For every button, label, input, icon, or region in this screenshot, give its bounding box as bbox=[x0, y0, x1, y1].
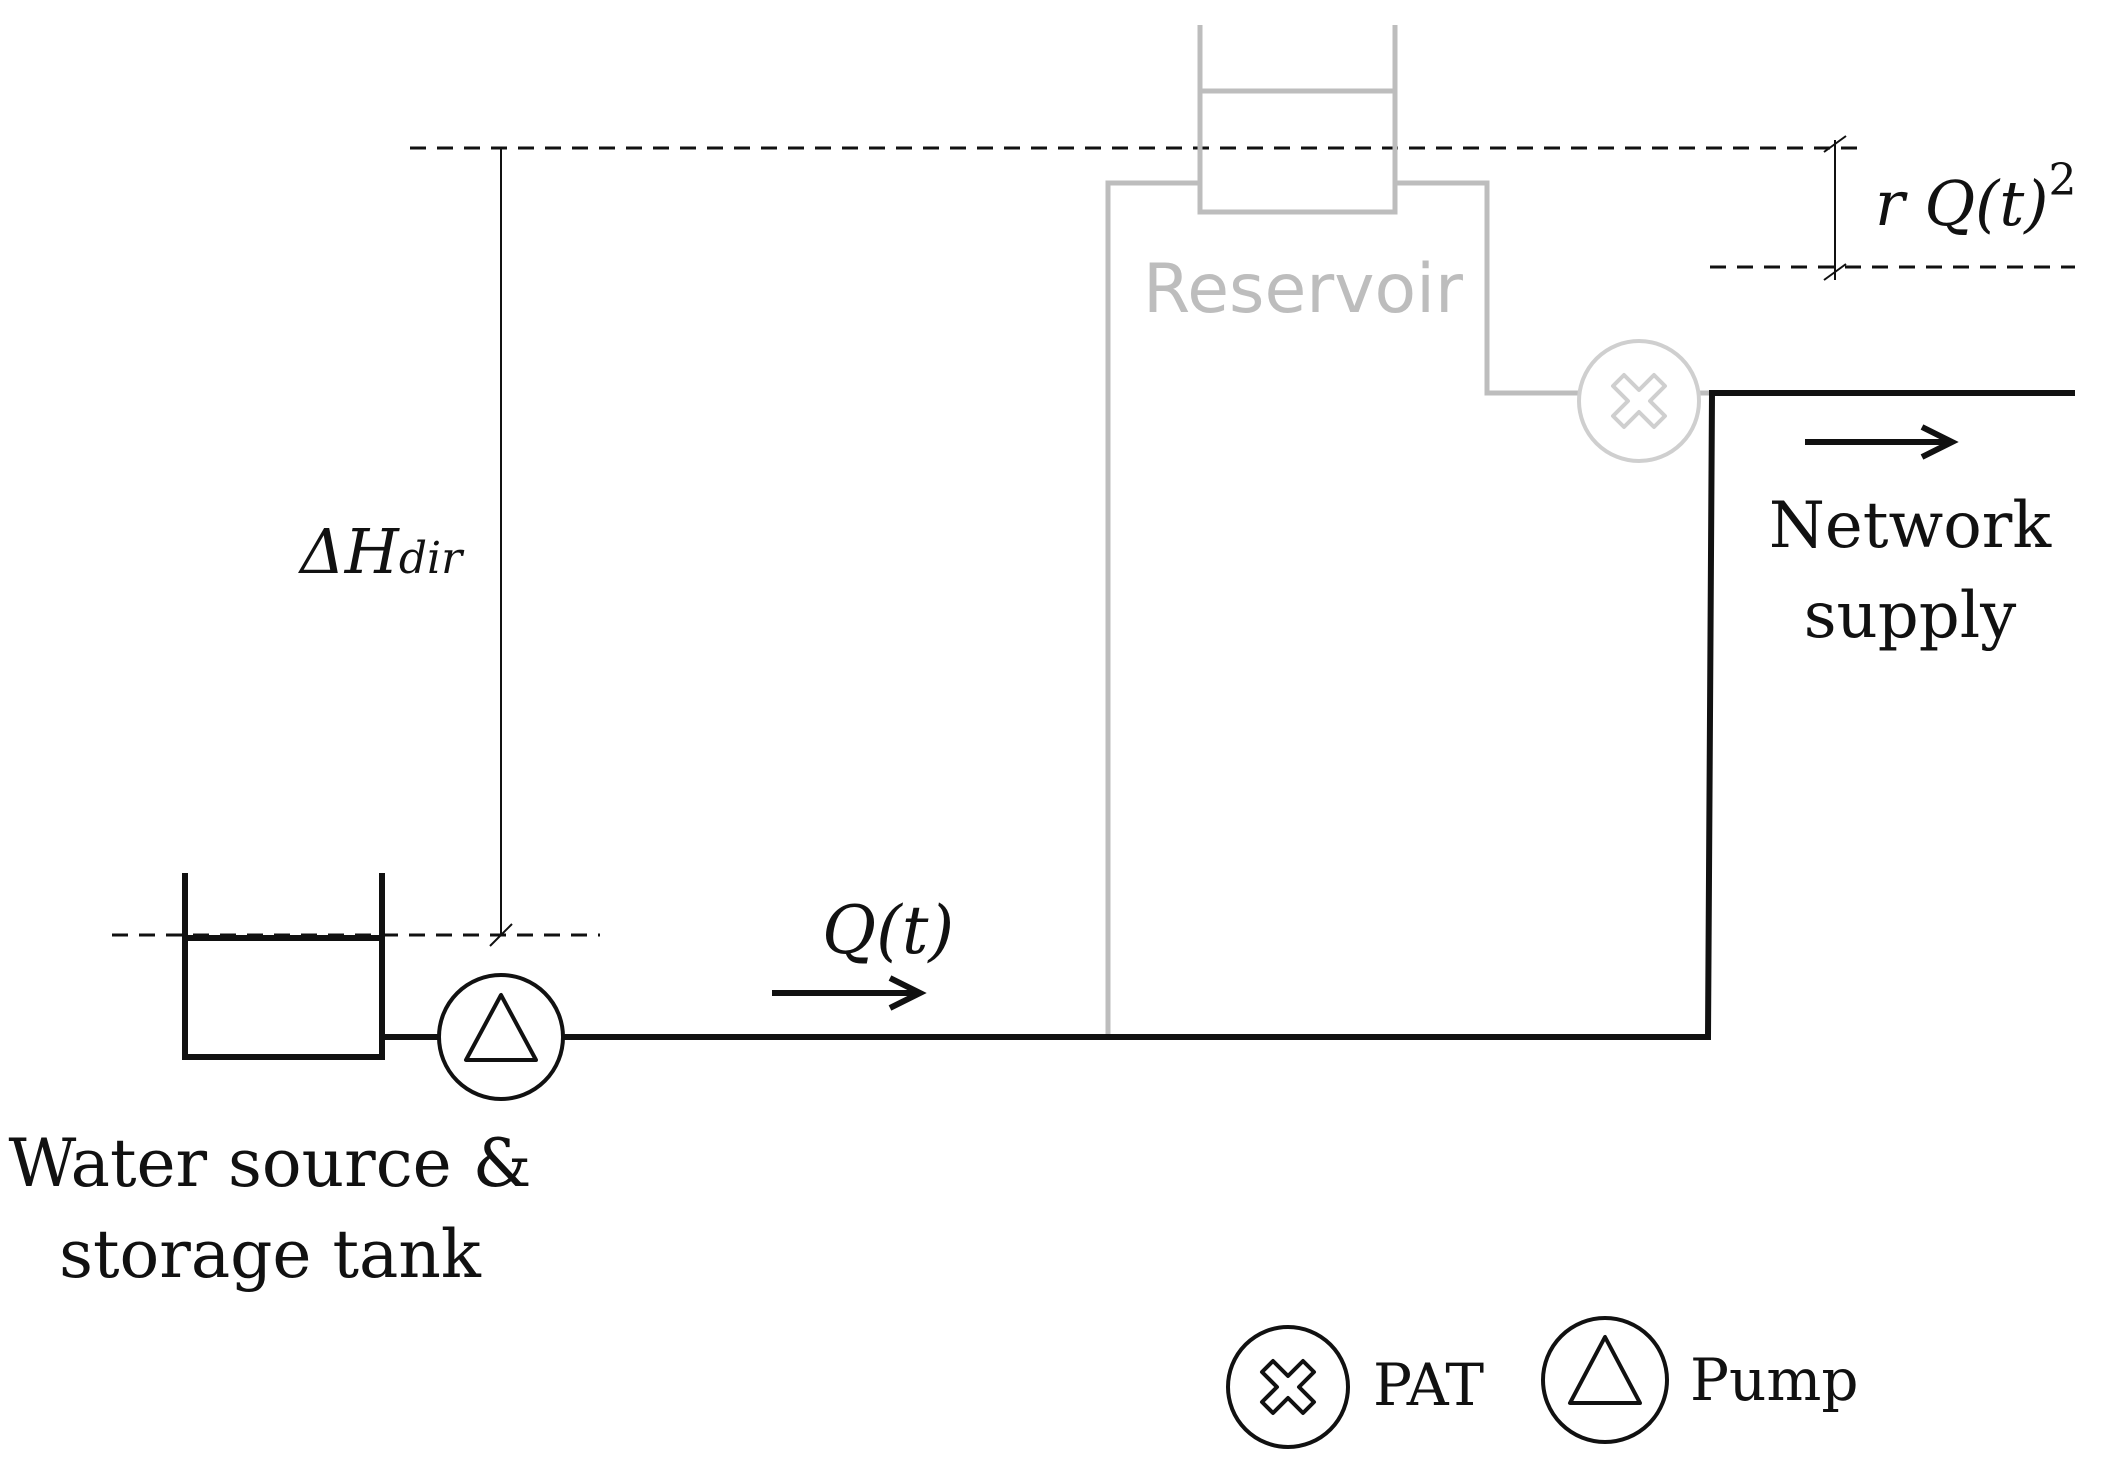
flow-label: Q(t) bbox=[822, 892, 954, 969]
network-supply-label-line1: Network bbox=[1769, 489, 2053, 563]
legend-pump-icon bbox=[1568, 1335, 1642, 1405]
legend-pump-label: Pump bbox=[1690, 1346, 1859, 1414]
pump-triangle-icon bbox=[464, 993, 538, 1062]
source-tank bbox=[182, 873, 385, 1060]
source-label-line1: Water source & bbox=[9, 1125, 532, 1202]
friction-loss-label: r Q(t)2 bbox=[1875, 155, 2076, 240]
legend-pat: PAT bbox=[1226, 1325, 1484, 1449]
network-arrow bbox=[1805, 424, 1959, 460]
legend-pump: Pump bbox=[1541, 1316, 1859, 1444]
reservoir-outlet-pipe bbox=[1395, 180, 1578, 396]
transmission-pipe bbox=[562, 390, 2075, 1040]
legend-pat-label: PAT bbox=[1373, 1351, 1484, 1419]
legend: PAT Pump bbox=[1226, 1316, 1859, 1449]
reservoir-inlet-pipe bbox=[1105, 180, 1200, 1035]
friction-loss-exponent: 2 bbox=[2048, 155, 2076, 206]
flow-arrow bbox=[772, 975, 927, 1011]
head-delta-symbol: ΔH bbox=[298, 515, 401, 588]
main-line bbox=[182, 390, 2075, 1060]
main-pump bbox=[437, 973, 565, 1101]
head-delta-subscript: dir bbox=[399, 533, 465, 584]
reservoir-branch bbox=[1105, 25, 1718, 1035]
head-dimension bbox=[489, 148, 513, 947]
legend-pat-icon bbox=[1260, 1359, 1316, 1415]
friction-loss-term: r Q(t) bbox=[1875, 167, 2048, 240]
source-label-line2: storage tank bbox=[59, 1216, 482, 1293]
head-delta-label: ΔHdir bbox=[298, 515, 465, 588]
reservoir-tank bbox=[1197, 25, 1398, 215]
loss-dimension bbox=[1823, 135, 1847, 281]
reservoir-label: Reservoir bbox=[1143, 250, 1463, 329]
pat-turbine bbox=[1577, 339, 1701, 463]
network-supply-label-line2: supply bbox=[1804, 579, 2017, 653]
pat-x-icon bbox=[1611, 373, 1667, 429]
